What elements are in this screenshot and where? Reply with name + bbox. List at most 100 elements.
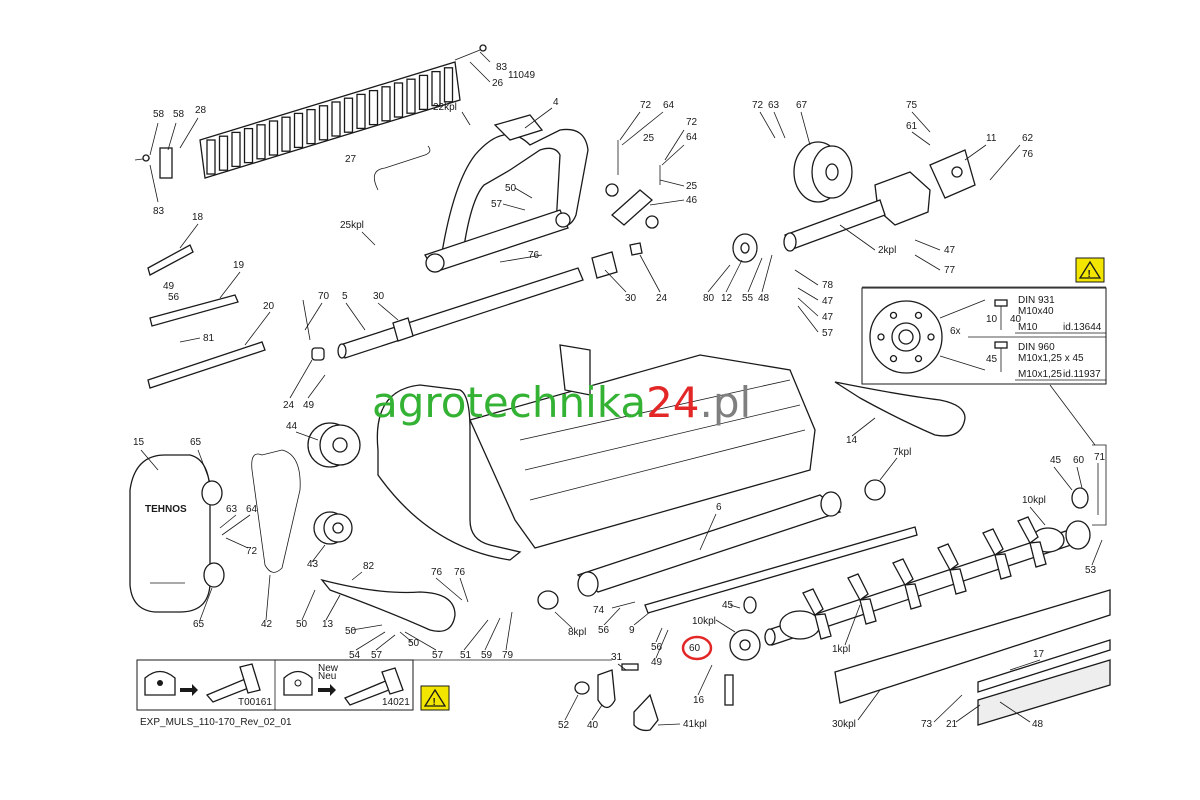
hydraulic-cylinder — [605, 140, 661, 229]
callout: 11 — [986, 133, 997, 144]
callout: 71 — [1094, 452, 1106, 463]
callout: 57 — [432, 650, 444, 661]
rod-9 — [644, 526, 918, 614]
flange-hole — [889, 355, 898, 363]
callout: 64 — [686, 132, 698, 143]
bolt1-size: M10x40 — [1018, 306, 1054, 317]
callout: 55 — [742, 293, 754, 304]
svg-text:!: ! — [433, 697, 436, 708]
flap — [281, 116, 291, 152]
flap — [368, 89, 379, 126]
flange-hole — [927, 333, 935, 341]
shaft-5 — [302, 267, 584, 361]
callout: 49 — [163, 281, 175, 292]
arrow-right-icon — [180, 684, 198, 696]
main-housing — [469, 344, 816, 549]
callout: 43 — [307, 559, 319, 570]
flail — [802, 588, 832, 640]
callout: 16 — [693, 695, 705, 706]
callout: 41kpl — [683, 719, 707, 730]
highlight-ring — [681, 635, 713, 661]
flap — [268, 120, 279, 156]
callout: 9 — [629, 625, 635, 636]
belt-cover-15: TEHNOS — [129, 454, 211, 613]
cover-brand: TEHNOS — [145, 504, 187, 515]
callout: 65 — [190, 437, 202, 448]
flap — [331, 101, 341, 137]
callout: 81 — [203, 333, 215, 344]
callout: 60 — [689, 643, 701, 654]
callout: 8kpl — [568, 627, 586, 638]
callout: 62 — [1022, 133, 1034, 144]
legend-new-label-1: New — [318, 663, 339, 674]
flap — [356, 93, 366, 130]
flap — [406, 78, 416, 114]
callout: 26 — [492, 78, 504, 89]
callout: 63 — [226, 504, 238, 515]
bolt2-size: M10x1,25 x 45 — [1018, 353, 1084, 364]
callout: 24 — [656, 293, 668, 304]
callout: 75 — [906, 100, 918, 111]
bolt2-thread: M10x1,25 — [1018, 369, 1062, 380]
callout: 46 — [686, 195, 698, 206]
callout: 21 — [946, 719, 958, 730]
callout: 65 — [193, 619, 205, 630]
flap — [443, 67, 454, 103]
callout: 49 — [651, 657, 663, 668]
callout: 72 — [686, 117, 698, 128]
callout: 60 — [1073, 455, 1085, 466]
flail — [937, 543, 967, 595]
flap — [318, 105, 329, 141]
flap — [418, 74, 429, 111]
watermark: agrotechnika24.pl — [372, 378, 751, 427]
callout: 52 — [558, 720, 570, 731]
callout: 58 — [153, 109, 165, 120]
callout: 57 — [822, 328, 834, 339]
callout: 24 — [283, 400, 295, 411]
callout: 83 — [153, 206, 165, 217]
callout: 20 — [263, 301, 275, 312]
pulley-67 — [793, 141, 853, 203]
flap — [381, 86, 391, 122]
callout: 83 — [496, 62, 508, 73]
flange-hole — [877, 333, 885, 341]
bolt1-len-b: 40 — [1010, 314, 1022, 325]
callout: 57 — [371, 650, 383, 661]
callout: 56 — [651, 642, 663, 653]
callout: 30 — [373, 291, 385, 302]
callout: 79 — [502, 650, 514, 661]
callout: 5 — [342, 291, 348, 302]
flange-hole — [914, 311, 923, 319]
callout: 6 — [716, 502, 722, 513]
callout: 67 — [796, 100, 808, 111]
callout: 10kpl — [692, 616, 716, 627]
callout: 53 — [1085, 565, 1097, 576]
flap — [293, 112, 304, 149]
flange-hole — [889, 311, 898, 319]
callout: 15 — [133, 437, 145, 448]
callout: 56 — [168, 292, 180, 303]
callout: 2kpl — [878, 245, 896, 256]
callout: 48 — [1032, 719, 1044, 730]
callout: 64 — [663, 100, 675, 111]
hammer-strips — [147, 244, 266, 389]
bolt2-id: id.11937 — [1063, 369, 1101, 380]
callout: 17 — [1033, 649, 1045, 660]
arrow-right-icon — [318, 684, 336, 696]
callout: 12 — [721, 293, 733, 304]
skids — [834, 589, 1111, 726]
belt-42 — [251, 449, 301, 573]
flap — [343, 97, 354, 133]
callout: 47 — [822, 296, 834, 307]
callout: 76 — [431, 567, 443, 578]
legend-box: T00161 New Neu 14021 — [136, 659, 414, 711]
bolt1-thread: M10 — [1018, 322, 1038, 333]
legend-old-code: T00161 — [238, 697, 272, 708]
leader-lines — [140, 51, 1103, 726]
watermark-mid: 24 — [646, 378, 699, 427]
flap — [206, 139, 216, 175]
callout: 1kpl — [832, 644, 850, 655]
callout: 50 — [296, 619, 308, 630]
flap-strip — [134, 44, 487, 179]
